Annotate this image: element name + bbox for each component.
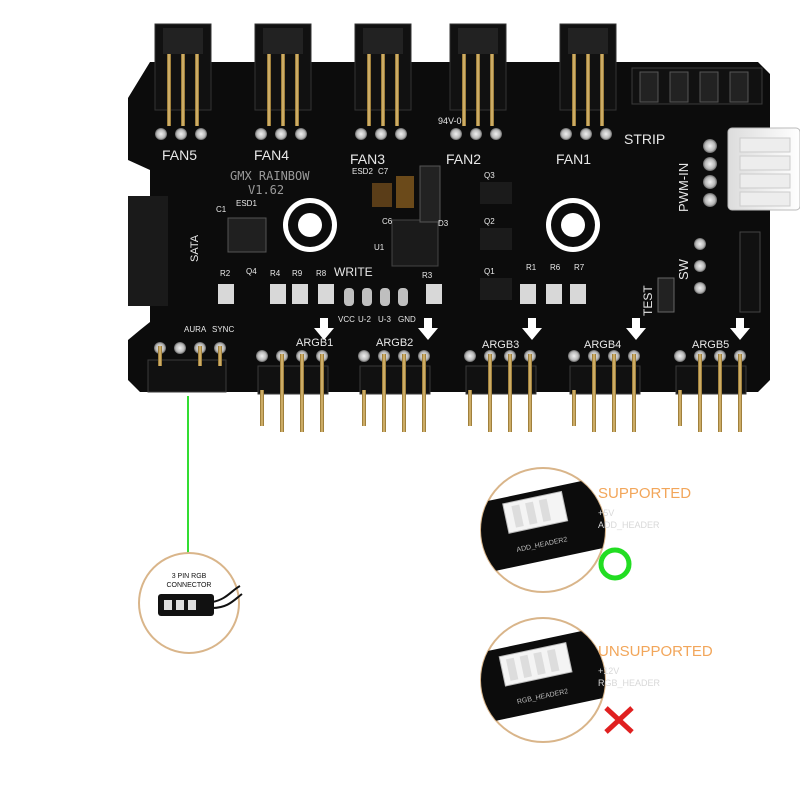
arrow-argb3 — [522, 318, 542, 340]
fan-header-5 — [154, 23, 212, 140]
arrow-argb4 — [626, 318, 646, 340]
chip-u1 — [391, 219, 439, 267]
argb2-label: ARGB2 — [376, 337, 413, 349]
strip-label: STRIP — [624, 131, 665, 147]
argb-header-5 — [674, 350, 747, 432]
argb1-label: ARGB1 — [296, 337, 333, 349]
write-label: WRITE — [334, 265, 373, 279]
supported-voltage: +5V — [598, 508, 614, 518]
argb3-label: ARGB3 — [482, 339, 519, 351]
designator-c7: C7 — [378, 167, 389, 176]
supported-panel: ADD_HEADER2 SUPPORTED +5V ADD_HEADER — [480, 467, 691, 593]
argb4-label: ARGB4 — [584, 339, 621, 351]
designator-d3: D3 — [438, 219, 449, 228]
mounting-hole-left — [283, 198, 337, 252]
pin-vcc-label: VCC — [338, 315, 355, 324]
argb-header-1 — [256, 350, 329, 432]
aura-sync-header — [147, 342, 227, 393]
unsupported-header: RGB_HEADER — [598, 678, 661, 688]
test-label: TEST — [641, 285, 655, 316]
fan4-label: FAN4 — [254, 147, 289, 163]
sata-edge-contacts — [128, 196, 168, 306]
arrow-argb1 — [314, 318, 334, 340]
chip-d3 — [419, 165, 441, 223]
fan3-label: FAN3 — [350, 151, 385, 167]
designator-q4: Q4 — [246, 267, 257, 276]
supported-header: ADD_HEADER — [598, 520, 660, 530]
designator-c6: C6 — [382, 217, 393, 226]
designator-r8: R8 — [316, 269, 327, 278]
connector-label-line2: CONNECTOR — [167, 582, 212, 589]
chip-q3 — [480, 182, 512, 204]
cross-icon — [604, 706, 634, 734]
unsupported-photo: RGB_HEADER2 — [481, 624, 605, 725]
cap-c7 — [396, 176, 414, 208]
model-label: GMX RAINBOW — [230, 169, 310, 183]
arrow-argb5 — [730, 318, 750, 340]
connector-label-line1: 3 PIN RGB — [172, 573, 207, 580]
write-pads — [344, 288, 408, 306]
fan-header-1 — [559, 23, 617, 140]
argb-header-3 — [464, 350, 537, 432]
test-header — [657, 277, 675, 313]
chip-esd1 — [227, 217, 267, 253]
fan-header-4 — [254, 23, 312, 140]
rgb-connector-callout: 3 PIN RGB CONNECTOR — [138, 552, 243, 654]
resistor-pads — [218, 284, 586, 304]
rating-label: 94V-0 — [438, 116, 462, 126]
chip-q2 — [480, 228, 512, 250]
pwm-in-label: PWM-IN — [676, 163, 691, 212]
argb-header-4 — [568, 350, 641, 432]
sata-label: SATA — [189, 234, 201, 262]
fan-header-3 — [354, 23, 412, 140]
pwm-in-connector — [703, 127, 800, 211]
strip-header — [631, 67, 763, 105]
chip-q1 — [480, 278, 512, 300]
fan2-label: FAN2 — [446, 151, 481, 167]
designator-q3: Q3 — [484, 171, 495, 180]
fan5-label: FAN5 — [162, 147, 197, 163]
argb-headers — [256, 350, 747, 432]
sw-header — [694, 231, 780, 313]
pin-gnd-label: GND — [398, 315, 416, 324]
cap-c6 — [372, 183, 392, 207]
pin-u2-label: U-2 — [358, 315, 371, 324]
fan-header-2 — [449, 23, 507, 140]
check-circle-icon — [598, 547, 632, 581]
unsupported-title: UNSUPPORTED — [598, 643, 713, 660]
argb5-label: ARGB5 — [692, 339, 729, 351]
designator-u1: U1 — [374, 243, 385, 252]
designator-q1: Q1 — [484, 267, 495, 276]
pin-u3-label: U-3 — [378, 315, 391, 324]
unsupported-panel: RGB_HEADER2 UNSUPPORTED +12V RGB_HEADER — [480, 617, 713, 743]
unsupported-voltage: +12V — [598, 666, 619, 676]
designator-r9: R9 — [292, 269, 303, 278]
sync-label: SYNC — [212, 325, 234, 334]
component-designators: C1 ESD1 ESD2 C7 Q4 R2 R4 R9 R8 R3 C6 U1 … — [216, 167, 585, 280]
fan-headers — [154, 23, 617, 140]
designator-r1: R1 — [526, 263, 537, 272]
version-label: V1.62 — [248, 183, 284, 197]
designator-esd2: ESD2 — [352, 167, 373, 176]
designator-r7: R7 — [574, 263, 585, 272]
designator-r4: R4 — [270, 269, 281, 278]
argb-arrows — [314, 318, 750, 340]
arrow-argb2 — [418, 318, 438, 340]
fan1-label: FAN1 — [556, 151, 591, 167]
pcb-board — [128, 62, 770, 392]
designator-c1: C1 — [216, 205, 227, 214]
supported-photo: ADD_HEADER2 — [481, 474, 605, 575]
supported-title: SUPPORTED — [598, 485, 691, 502]
mounting-hole-right — [546, 198, 600, 252]
rgb-connector-plug — [158, 585, 243, 616]
designator-r2: R2 — [220, 269, 231, 278]
argb-header-2 — [358, 350, 431, 432]
sw-label: SW — [676, 258, 691, 280]
designator-r3: R3 — [422, 271, 433, 280]
designator-r6: R6 — [550, 263, 561, 272]
designator-q2: Q2 — [484, 217, 495, 226]
designator-esd1: ESD1 — [236, 199, 257, 208]
aura-label: AURA — [184, 325, 207, 334]
